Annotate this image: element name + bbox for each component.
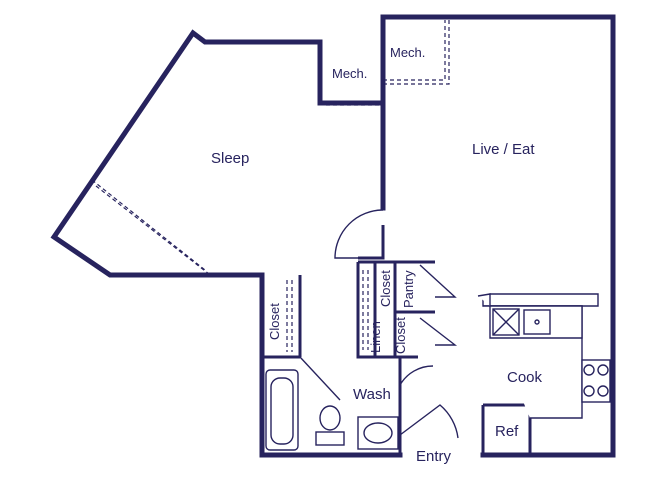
room-label-wash: Wash [353, 386, 391, 403]
room-label-closet-upper: Closet [378, 270, 393, 307]
room-label-ref: Ref [495, 423, 519, 440]
bathtub [265, 369, 299, 451]
sleep-window [91, 179, 210, 275]
room-label-linen: Linen [368, 321, 383, 353]
room-label-closet-left: Closet [267, 303, 282, 340]
room-label-pantry: Pantry [401, 270, 416, 308]
room-label-entry: Entry [416, 448, 452, 465]
interior-walls [262, 225, 532, 455]
toilet [315, 405, 345, 446]
mech-right-closet [383, 20, 450, 85]
kitchen-counter [477, 293, 599, 419]
exterior-walls [50, 14, 616, 458]
closet-left-door [286, 280, 293, 352]
room-label-sleep: Sleep [211, 150, 249, 167]
room-label-mech-right: Mech. [390, 45, 425, 60]
bathroom-sink [357, 416, 399, 450]
stove [581, 359, 611, 403]
linen-door [362, 270, 369, 350]
room-label-live-eat: Live / Eat [472, 141, 535, 158]
door-swings [299, 209, 459, 439]
room-label-cook: Cook [507, 369, 543, 386]
room-label-mech-left: Mech. [332, 66, 367, 81]
room-label-closet-lower: Closet [393, 317, 408, 354]
